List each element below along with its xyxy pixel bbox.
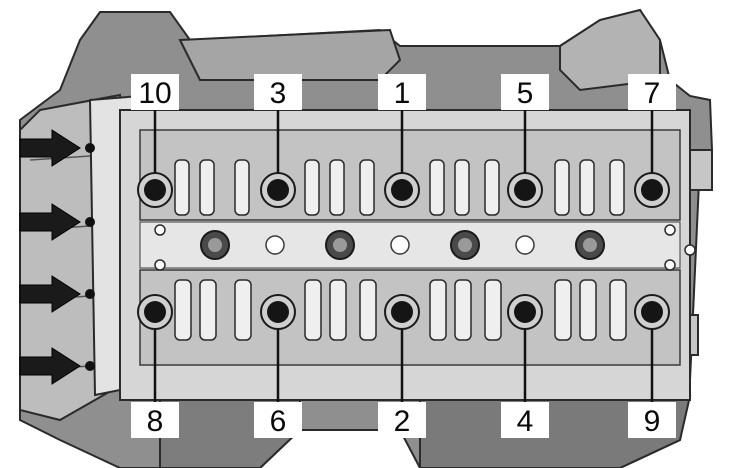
bolt-hole [641,301,663,323]
bolt-label-box [501,74,549,110]
side-arrow-2-icon [19,203,95,241]
bolt-hole [144,301,166,323]
bolt-label-box [131,402,179,438]
bolt-number-label: 2 [394,405,411,438]
bolt-hole [514,301,536,323]
bolt-hole [267,179,289,201]
bolt-hole [514,179,536,201]
spark-plug-wells [200,230,605,260]
rocker-arms-top [174,159,625,216]
side-arrow-4-icon [19,347,95,385]
head-bolt-4: 4 [501,294,549,438]
rocker-arms-bottom [174,279,627,341]
head-bolt-10: 10 [131,74,179,208]
bolt-hole [391,179,413,201]
head-bolt-5: 5 [501,74,549,208]
bolt-label-box [628,402,676,438]
bolt-hole [267,301,289,323]
bolt-number-label: 3 [270,77,287,110]
head-bolt-2: 2 [378,294,426,438]
bolt-number-label: 8 [147,405,164,438]
bolt-hole [391,301,413,323]
bolt-label-box [254,402,302,438]
head-bolt-8: 8 [131,294,179,438]
bolt-number-label: 5 [517,77,534,110]
side-arrow-3-icon [19,275,95,313]
bolt-hole [144,179,166,201]
side-arrows [19,129,95,385]
bolt-hole [641,179,663,201]
bolt-label-box [131,74,179,110]
small-bolts [154,224,696,271]
bolt-number-label: 9 [644,405,661,438]
bolt-number-label: 7 [644,77,661,110]
bolt-label-box [378,402,426,438]
side-arrow-1-icon [19,129,95,167]
bolt-label-box [628,74,676,110]
bolt-number-label: 10 [138,77,171,110]
head-bolts: 10 3 1 5 7 8 6 2 4 9 [131,74,676,438]
bolt-label-box [254,74,302,110]
head-bolt-6: 6 [254,294,302,438]
bolt-label-box [378,74,426,110]
bolt-number-label: 4 [517,405,534,438]
head-bolt-7: 7 [628,74,676,208]
bolt-number-label: 1 [394,77,411,110]
head-bolt-1: 1 [378,74,426,208]
bolt-number-label: 6 [270,405,287,438]
head-bolt-3: 3 [254,74,302,208]
bolt-label-box [501,402,549,438]
head-bolt-9: 9 [628,294,676,438]
